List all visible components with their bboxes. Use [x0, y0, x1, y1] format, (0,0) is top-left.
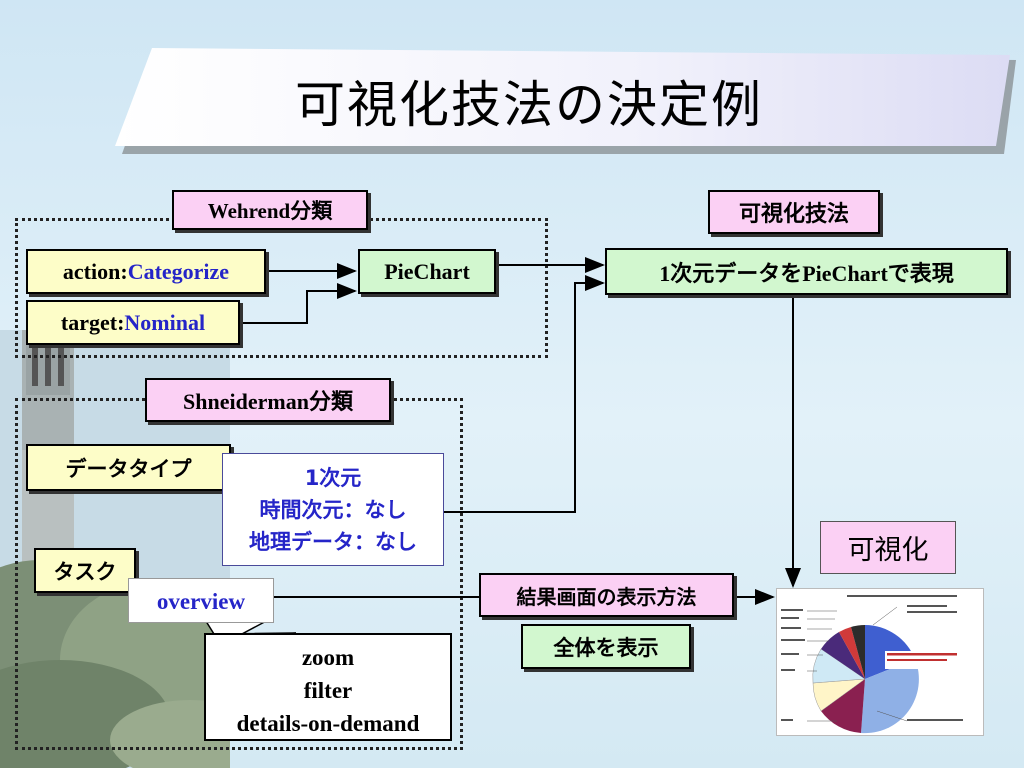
other-task-details: details-on-demand	[236, 711, 420, 736]
target-prefix: target:	[60, 309, 125, 335]
task-label: タスク	[53, 559, 117, 584]
target-box: target:Nominal	[26, 300, 240, 345]
display-method-label-box: 結果画面の表示方法	[479, 573, 734, 617]
datatype-line-3: 地理データ：なし	[249, 530, 417, 554]
other-task-zoom: zoom	[301, 645, 355, 670]
arrow-target-to-piechart	[241, 283, 357, 324]
technique-result: 1次元データをPieChartで表現	[659, 260, 954, 286]
technique-result-box: 1次元データをPieChartで表現	[605, 248, 1008, 295]
datatype-label: データタイプ	[65, 456, 192, 481]
display-method-value-box: 全体を表示	[521, 624, 691, 669]
shneiderman-label: Shneiderman分類	[183, 389, 353, 414]
datatype-line-2: 時間次元：なし	[259, 498, 407, 522]
task-value-box: overview	[128, 578, 274, 623]
piechart-box: PieChart	[358, 249, 496, 294]
wehrend-label-box: Wehrend分類	[172, 190, 368, 230]
action-value: Categorize	[127, 258, 230, 284]
datatype-value-box: 1次元 時間次元：なし 地理データ：なし	[222, 453, 444, 566]
target-value: Nominal	[124, 309, 206, 335]
page-title: 可視化技法の決定例	[295, 76, 763, 134]
task-value: overview	[156, 589, 246, 614]
technique-label: 可視化技法	[738, 202, 849, 227]
action-prefix: action:	[62, 258, 128, 284]
other-task-filter: filter	[303, 678, 353, 703]
datatype-line-1: 1次元	[304, 466, 362, 490]
arrow-datatype-to-technique	[444, 275, 605, 513]
piechart-thumbnail-graphic	[781, 595, 965, 734]
datatype-label-box: データタイプ	[26, 444, 231, 491]
display-method-label: 結果画面の表示方法	[516, 584, 697, 609]
other-tasks-box: zoom filter details-on-demand	[204, 633, 452, 741]
visualization-label: 可視化	[847, 535, 929, 566]
task-label-box: タスク	[34, 548, 136, 593]
title-banner	[115, 48, 1016, 154]
visualization-label-box: 可視化	[820, 521, 956, 574]
technique-label-box: 可視化技法	[708, 190, 880, 234]
piechart-thumbnail	[776, 588, 984, 736]
action-box: action:Categorize	[26, 249, 266, 294]
piechart-label: PieChart	[384, 258, 470, 284]
wehrend-label: Wehrend分類	[207, 199, 333, 223]
shneiderman-label-box: Shneiderman分類	[145, 378, 391, 422]
display-method-value: 全体を表示	[553, 635, 659, 660]
